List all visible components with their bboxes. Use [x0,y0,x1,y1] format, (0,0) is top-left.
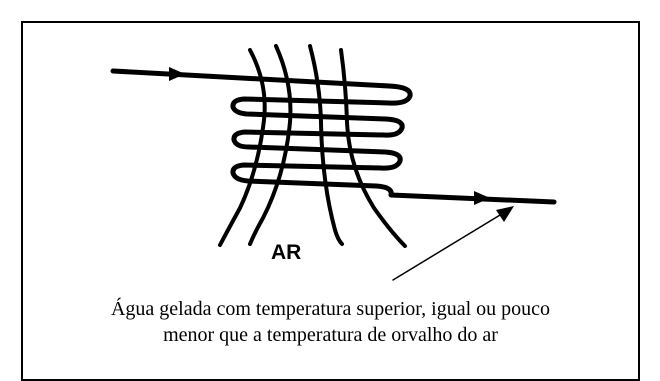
air-flow-line-4 [339,48,407,248]
air-flow-line-1 [218,48,267,247]
cooling-coil-diagram: AR [110,44,557,281]
air-label: AR [271,241,301,264]
caption-line-1: Água gelada com temperatura superior, ig… [110,298,551,320]
air-flow-line-3 [308,44,344,246]
caption-pointer-line [392,211,506,281]
inlet-flow-arrow [169,67,185,81]
caption-pointer-arrowhead [496,206,514,222]
outlet-flow-arrow [474,191,490,205]
air-flow-line-2 [248,44,293,246]
caption-line-2: menor que a temperatura de orvalho do ar [163,324,498,346]
inlet-pipe [110,68,557,205]
